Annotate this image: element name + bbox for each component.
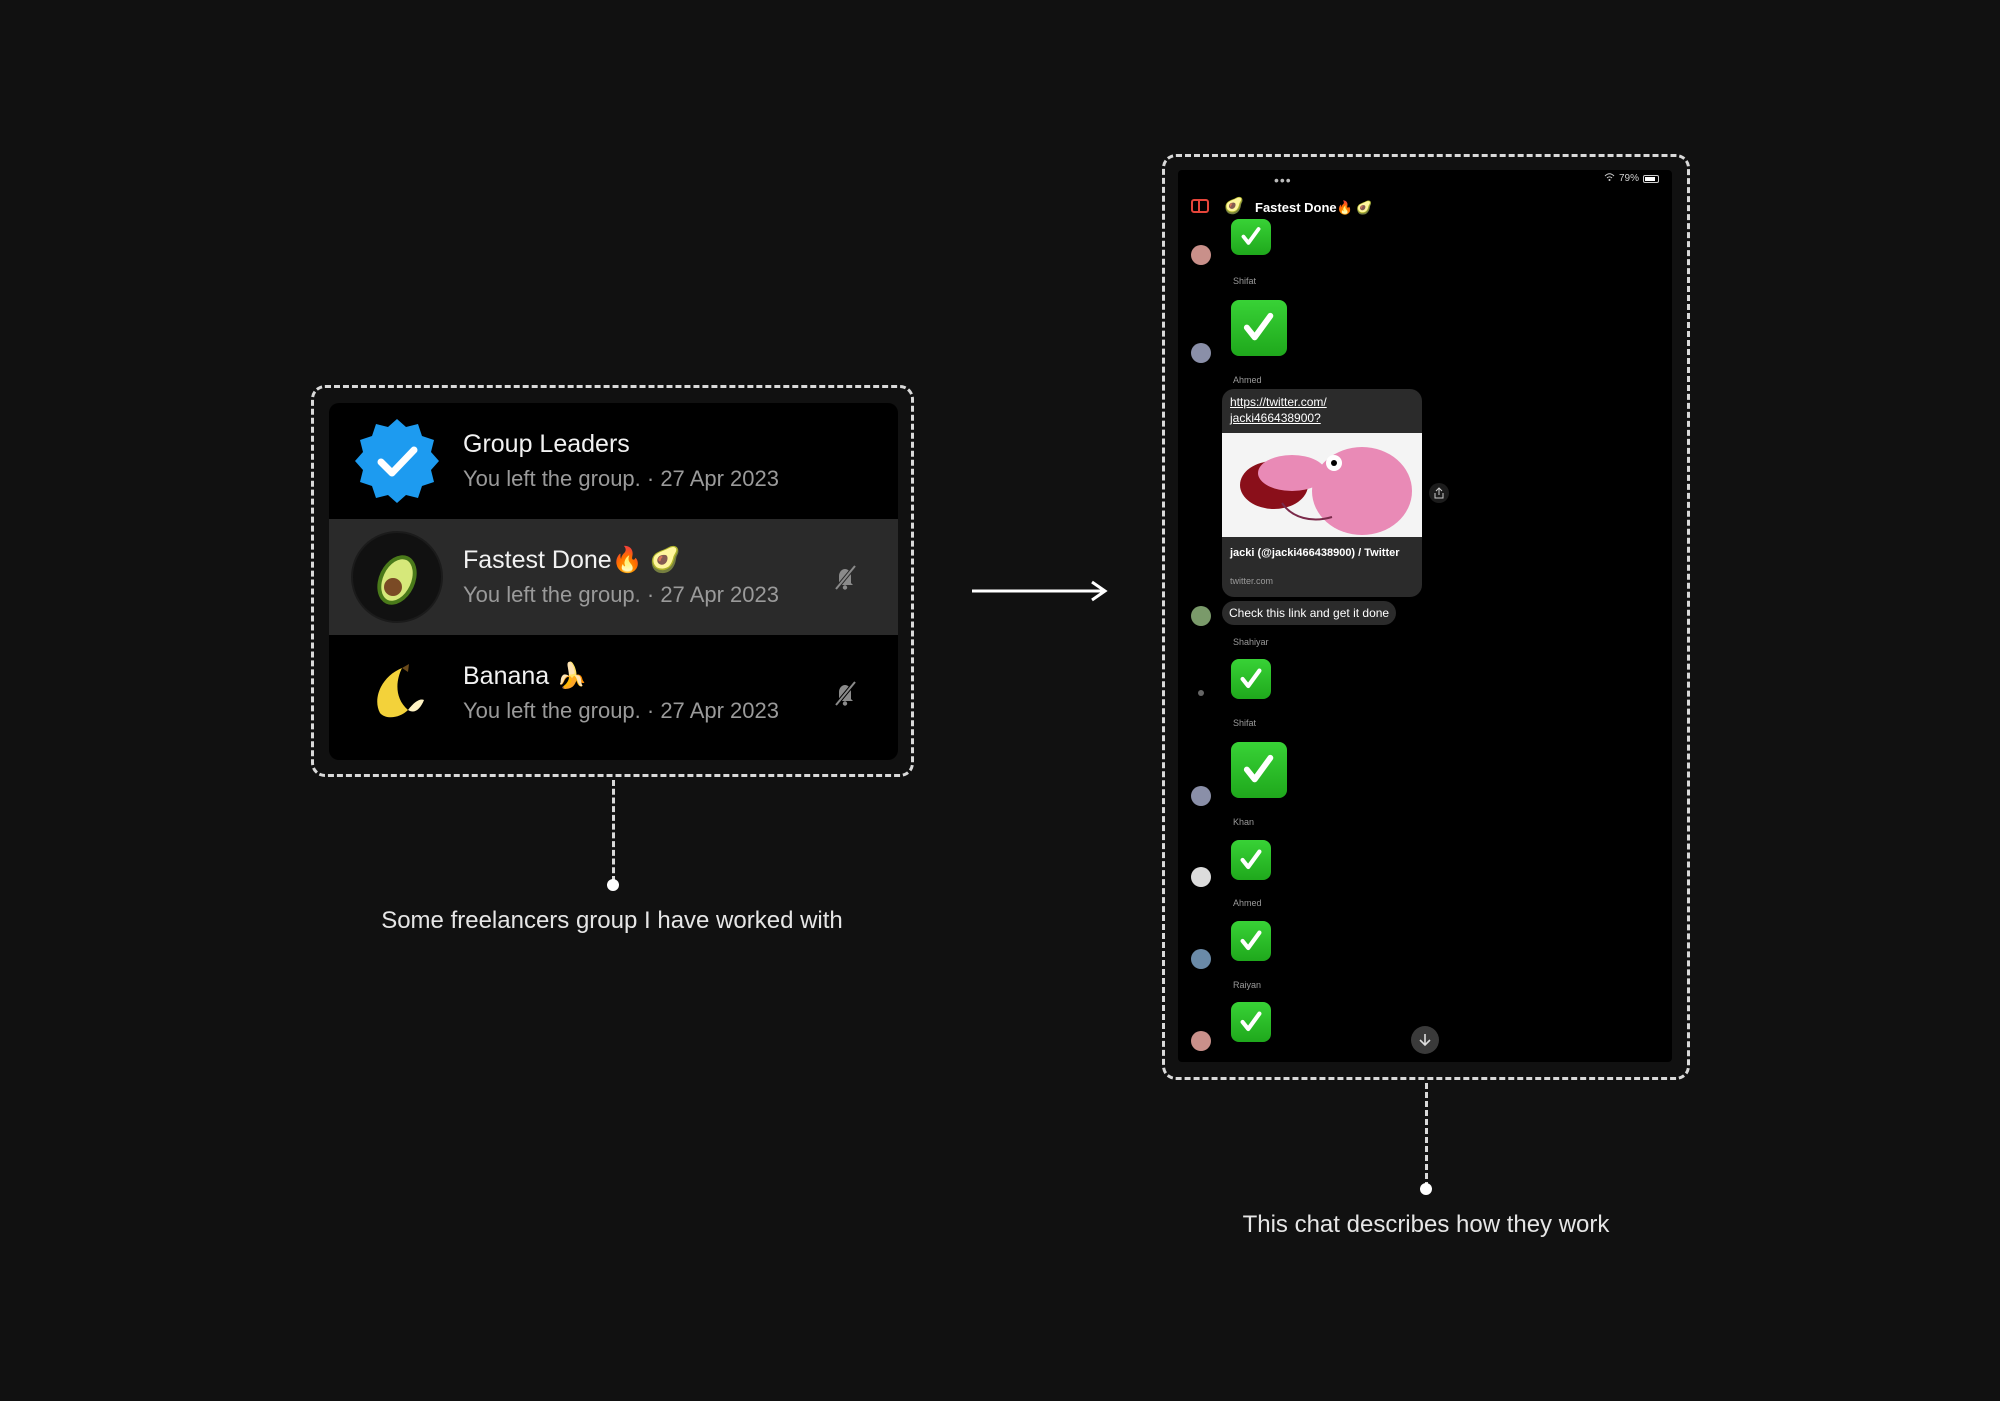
status-bar: 79% <box>1604 173 1660 184</box>
bell-muted-icon <box>834 680 857 707</box>
avatar[interactable] <box>1191 343 1211 363</box>
chat-header-title[interactable]: Fastest Done🔥 🥑 <box>1255 200 1373 215</box>
chat-list-frame <box>311 385 914 777</box>
battery-icon <box>1643 174 1660 183</box>
caption-right: This chat describes how they work <box>1242 1211 1610 1238</box>
connector-line <box>1425 1083 1428 1188</box>
scroll-down-button[interactable] <box>1411 1026 1439 1054</box>
link-preview-bubble[interactable]: https://twitter.com/ jacki466438900? jac… <box>1222 389 1422 597</box>
chat-screen-frame <box>1162 154 1690 1080</box>
chat-row-banana[interactable]: Banana 🍌 You left the group. · 27 Apr 20… <box>329 635 898 751</box>
link-url[interactable]: https://twitter.com/ jacki466438900? <box>1230 395 1327 425</box>
arrow-down-icon <box>1419 1034 1431 1047</box>
chat-subtitle: You left the group. · 27 Apr 2023 <box>463 582 779 607</box>
avatar[interactable] <box>1191 949 1211 969</box>
sender-name: Khan <box>1233 817 1255 827</box>
avatar[interactable] <box>1191 867 1211 887</box>
check-mark-message[interactable] <box>1231 659 1271 699</box>
check-mark-message[interactable] <box>1231 921 1271 961</box>
chat-row-fastest-done[interactable]: Fastest Done🔥 🥑 You left the group. · 27… <box>329 519 898 635</box>
text-message-bubble[interactable]: Check this link and get it done <box>1222 601 1397 625</box>
check-mark-message[interactable] <box>1231 300 1287 356</box>
group-avatar[interactable]: 🥑 <box>1224 196 1244 215</box>
chat-list: Group Leaders You left the group. · 27 A… <box>329 403 898 760</box>
avatar[interactable] <box>1191 786 1211 806</box>
link-title: jacki (@jacki466438900) / Twitter <box>1230 547 1400 559</box>
connector-line <box>612 780 615 882</box>
arrow-right-icon <box>972 580 1108 602</box>
avatar[interactable] <box>1198 690 1204 696</box>
link-domain: twitter.com <box>1230 576 1274 586</box>
check-mark-message[interactable] <box>1231 219 1271 255</box>
chat-subtitle: You left the group. · 27 Apr 2023 <box>463 698 779 723</box>
wifi-icon <box>1604 173 1615 184</box>
verified-badge-icon <box>351 415 443 507</box>
sender-name: Shahiyar <box>1233 637 1269 647</box>
sender-name: Shifat <box>1233 718 1257 728</box>
sender-name: Ahmed <box>1233 375 1262 385</box>
sender-name: Raiyan <box>1233 980 1262 990</box>
banana-icon <box>351 647 443 739</box>
sender-name: Ahmed <box>1233 898 1262 908</box>
chat-subtitle: You left the group. · 27 Apr 2023 <box>463 466 779 491</box>
check-mark-message[interactable] <box>1231 840 1271 880</box>
sender-name: Shifat <box>1233 276 1257 286</box>
caption-left: Some freelancers group I have worked wit… <box>381 907 843 934</box>
sidebar-toggle-icon[interactable] <box>1191 199 1209 213</box>
chat-title: Banana 🍌 <box>463 662 588 690</box>
avatar[interactable] <box>1191 245 1211 265</box>
chat-title: Group Leaders <box>463 430 630 458</box>
multitasking-dots-icon[interactable]: ••• <box>1274 172 1292 188</box>
check-mark-message[interactable] <box>1231 1002 1271 1042</box>
battery-percent: 79% <box>1619 173 1640 184</box>
bell-muted-icon <box>834 564 857 591</box>
chat-row-group-leaders[interactable]: Group Leaders You left the group. · 27 A… <box>329 403 898 519</box>
link-preview-image[interactable] <box>1222 433 1422 537</box>
connector-dot <box>607 879 619 891</box>
avatar[interactable] <box>1191 606 1211 626</box>
check-mark-message[interactable] <box>1231 742 1287 798</box>
avocado-icon <box>351 531 443 623</box>
share-icon[interactable] <box>1429 483 1449 503</box>
avatar[interactable] <box>1191 1031 1211 1051</box>
connector-dot <box>1420 1183 1432 1195</box>
chat-title: Fastest Done🔥 🥑 <box>463 546 681 574</box>
